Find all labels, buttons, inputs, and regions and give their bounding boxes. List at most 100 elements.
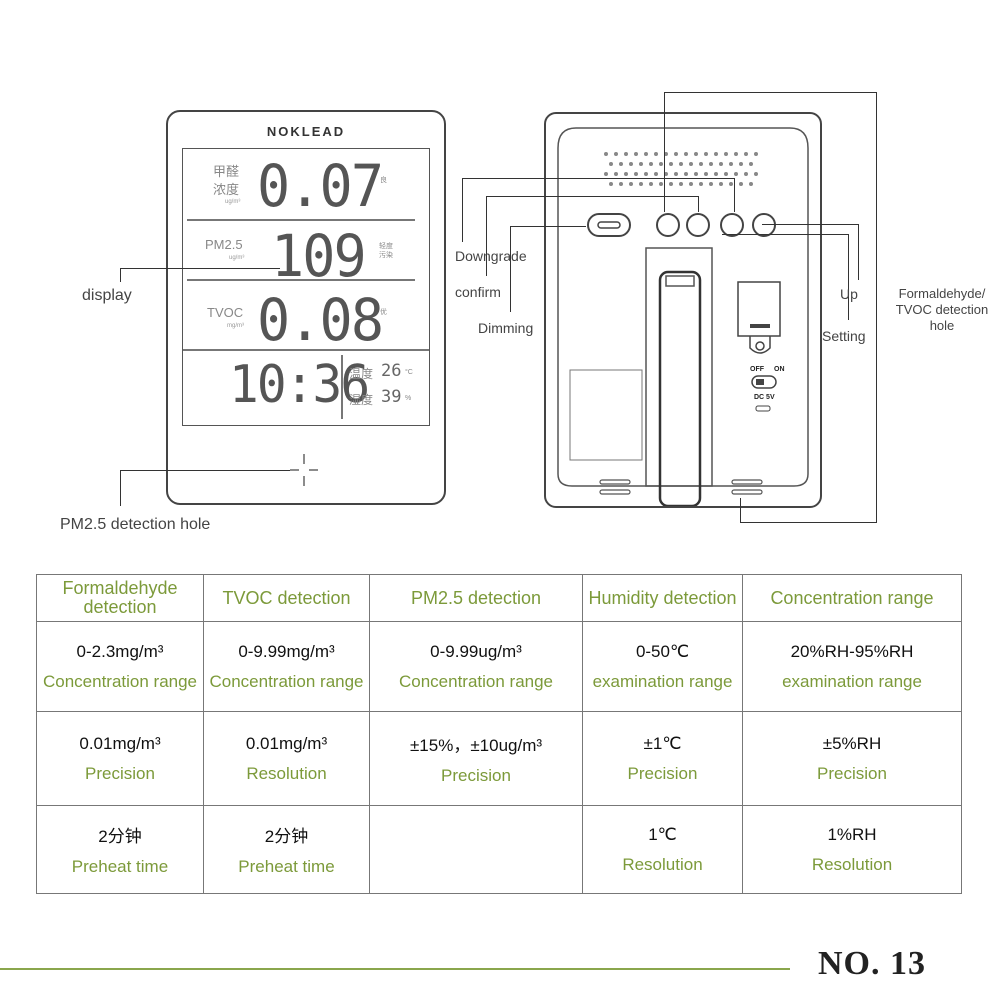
cell-value: 0-50℃ (635, 641, 690, 661)
pm25-tag-line1: 轻度 (379, 243, 393, 250)
back-device: OFF ON DC 5V (544, 112, 822, 508)
up-leader-h (762, 224, 858, 225)
table-header-row: Formaldehyde detection TVOC detection PM… (36, 574, 962, 622)
right-leader-v (876, 92, 877, 522)
cell-value: 0-9.99mg/m³ (238, 641, 335, 661)
cell-value: 1%RH (827, 824, 877, 844)
tvoc-unit: mg/m³ (227, 323, 244, 329)
cell-value: 2分钟 (98, 827, 142, 846)
header-tvoc: TVOC detection (203, 574, 370, 622)
formaldehyde-value: 0.07 (257, 152, 384, 220)
dimming-callout: Dimming (478, 320, 534, 336)
brand-logo: NOKLEAD (266, 124, 346, 139)
temperature-value: 26 (381, 361, 402, 381)
pm25-leader-v (120, 470, 121, 506)
cell-label: Preheat time (71, 857, 169, 876)
cell-value: ±1℃ (643, 733, 682, 753)
downgrade-leader-h (462, 178, 734, 179)
bottom-leader-h (740, 522, 877, 523)
switch-on-label: ON (774, 366, 785, 373)
temperature-label: 温度 (349, 367, 374, 381)
header-formaldehyde: Formaldehyde detection (36, 574, 204, 622)
table-cell: 1℃ Resolution (582, 805, 743, 894)
table-cell: 0-50℃ examination range (582, 621, 743, 712)
humidity-value: 39 (381, 387, 402, 407)
cell-label: Preheat time (238, 857, 335, 876)
setting-leader-h (722, 234, 848, 235)
cell-label: Precision (627, 763, 698, 783)
tvoc-value: 0.08 (257, 286, 384, 354)
detection-hole-line2: TVOC detection (895, 302, 989, 317)
back-device-drawing (557, 127, 809, 506)
pm25-label: PM2.5 (205, 237, 243, 252)
front-device: NOKLEAD 甲醛 浓度 ug/m³ 0.07 良 PM2.5 ug/m³ 1… (166, 110, 446, 505)
cell-value: 0.01mg/m³ (79, 733, 161, 753)
header-concentration: Concentration range (742, 574, 962, 622)
lcd-divider-vertical (341, 355, 343, 419)
pm25-value: 109 (271, 222, 367, 290)
cell-label: Resolution (811, 854, 893, 874)
pm25-hole-callout: PM2.5 detection hole (60, 516, 211, 533)
lcd-divider-1 (187, 219, 415, 221)
display-leader-h (120, 268, 280, 269)
downgrade-callout: Downgrade (455, 248, 527, 264)
humidity-label: 湿度 (349, 393, 374, 407)
lcd-display: 甲醛 浓度 ug/m³ 0.07 良 PM2.5 ug/m³ 109 轻度 污染… (182, 148, 430, 426)
formaldehyde-label-line1: 甲醛 (213, 164, 240, 179)
cell-label: Precision (441, 766, 511, 785)
cell-label: examination range (592, 671, 733, 691)
lcd-divider-3 (183, 349, 429, 351)
cell-label: Concentration range (42, 671, 198, 691)
detection-hole-line3: hole (929, 318, 955, 333)
table-cell: 2分钟 Preheat time (36, 805, 204, 894)
cell-label: Concentration range (398, 671, 554, 691)
cell-value: 20%RH-95%RH (790, 641, 914, 661)
cell-value: 1℃ (648, 824, 677, 844)
cell-value: 2分钟 (264, 827, 309, 846)
table-cell: 20%RH-95%RH examination range (742, 621, 962, 712)
downgrade-leader-v (462, 178, 463, 242)
cell-value: ±15%，±10ug/m³ (409, 736, 543, 755)
dc-input-label: DC 5V (754, 394, 775, 401)
display-callout: display (82, 287, 132, 304)
cell-label: examination range (782, 671, 922, 691)
bottom-leader-v (740, 498, 741, 522)
detection-hole-line1: Formaldehyde/ (898, 286, 986, 301)
formaldehyde-unit: ug/m³ (225, 199, 241, 205)
cell-label: Concentration range (209, 671, 364, 691)
table-cell: 1%RH Resolution (742, 805, 962, 894)
table-cell: 0-9.99mg/m³ Concentration range (203, 621, 370, 712)
table-cell: ±1℃ Precision (582, 711, 743, 806)
cell-label: Precision (817, 763, 887, 783)
cell-value: 0-9.99ug/m³ (430, 641, 522, 661)
confirm-leader-h (486, 196, 698, 197)
page-number: NO. 13 (818, 945, 926, 982)
pm25-leader-h (120, 470, 290, 471)
switch-off-label: OFF (750, 366, 764, 373)
footer-divider (0, 968, 790, 970)
setting-leader-v (848, 234, 849, 320)
table-cell: 0-2.3mg/m³ Concentration range (36, 621, 204, 712)
table-cell: 2分钟 Preheat time (203, 805, 370, 894)
confirm-leader-v (486, 196, 487, 276)
cell-value: ±5%RH (822, 733, 882, 753)
cell-label: Precision (85, 763, 155, 783)
table-row: 0-2.3mg/m³ Concentration range 0-9.99mg/m… (36, 621, 962, 712)
lcd-divider-2 (187, 279, 415, 281)
cell-label: Resolution (246, 763, 327, 783)
cell-value: 0-2.3mg/m³ (76, 641, 164, 661)
header-pm25: PM2.5 detection (369, 574, 583, 622)
setting-callout: Setting (822, 328, 866, 344)
table-cell: 0.01mg/m³ Precision (36, 711, 204, 806)
dimming-leader-h (510, 226, 586, 227)
table-cell: ±5%RH Precision (742, 711, 962, 806)
tvoc-label: TVOC (207, 305, 244, 320)
top-leader-v (664, 92, 665, 212)
display-leader-v (120, 268, 121, 282)
top-leader-h (664, 92, 876, 93)
dimming-leader-v (510, 226, 511, 312)
formaldehyde-tag: 良 (380, 177, 387, 184)
cell-label: Resolution (622, 854, 703, 874)
